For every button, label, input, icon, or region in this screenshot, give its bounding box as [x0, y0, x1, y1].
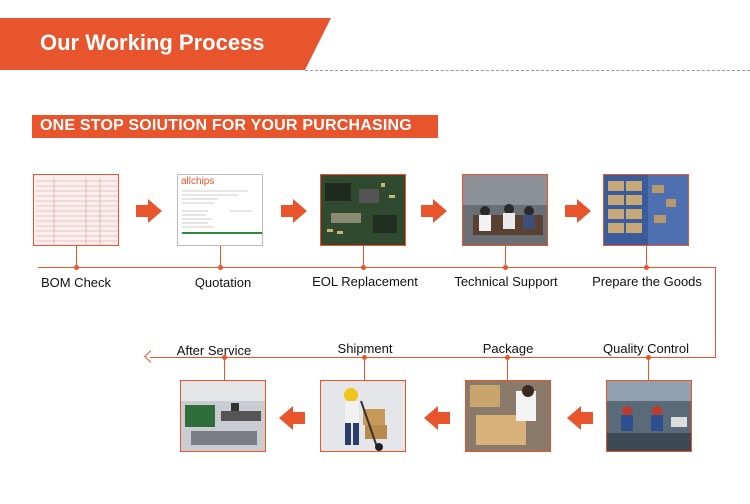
arrow-left-icon — [424, 406, 450, 430]
step-label-prepare-goods: Prepare the Goods — [592, 274, 702, 289]
step-label-technical-support: Technical Support — [454, 274, 558, 289]
step-label-bom-check: BOM Check — [40, 275, 112, 290]
arrow-right-icon — [421, 199, 447, 223]
arrow-right-icon — [281, 199, 307, 223]
connector-line — [505, 246, 506, 268]
page-title: Our Working Process — [40, 30, 265, 55]
timeline-arrowhead-icon — [144, 350, 157, 363]
subheader-title: ONE STOP SOIUTION FOR YOUR PURCHASING — [40, 117, 412, 134]
step-label-package: Package — [482, 341, 534, 356]
quality-control-image — [606, 380, 692, 452]
header-divider — [305, 70, 750, 71]
connector-dot — [505, 355, 510, 360]
connector-line — [646, 246, 647, 268]
after-service-image — [180, 380, 266, 452]
arrow-right-icon — [565, 199, 591, 223]
step-label-quality-control: Quality Control — [603, 341, 689, 356]
shipment-image — [320, 380, 406, 452]
timeline-right — [715, 267, 716, 357]
connector-dot — [222, 355, 227, 360]
package-image — [465, 380, 551, 452]
connector-line — [224, 357, 225, 380]
timeline-top — [38, 267, 715, 268]
quotation-image — [177, 174, 263, 246]
step-label-shipment: Shipment — [337, 341, 393, 356]
step-label-after-service: After Service — [176, 343, 252, 358]
subheader-bar — [32, 115, 438, 138]
technical-support-image — [462, 174, 548, 246]
arrow-left-icon — [567, 406, 593, 430]
connector-line — [76, 246, 77, 268]
step-label-quotation: Quotation — [194, 275, 252, 290]
prepare-goods-image — [603, 174, 689, 246]
arrow-right-icon — [136, 199, 162, 223]
connector-line — [648, 357, 649, 380]
bom-check-image — [33, 174, 119, 246]
header-banner-fold — [305, 18, 331, 70]
arrow-left-icon — [279, 406, 305, 430]
connector-dot — [646, 355, 651, 360]
eol-replacement-image — [320, 174, 406, 246]
step-label-eol-replacement: EOL Replacement — [312, 274, 418, 289]
connector-dot — [362, 355, 367, 360]
quotation-logo: allchips — [181, 176, 215, 187]
timeline-bottom — [150, 357, 716, 358]
connector-line — [364, 357, 365, 380]
connector-line — [220, 246, 221, 268]
connector-line — [363, 246, 364, 268]
connector-line — [507, 357, 508, 380]
header-banner — [0, 18, 305, 70]
